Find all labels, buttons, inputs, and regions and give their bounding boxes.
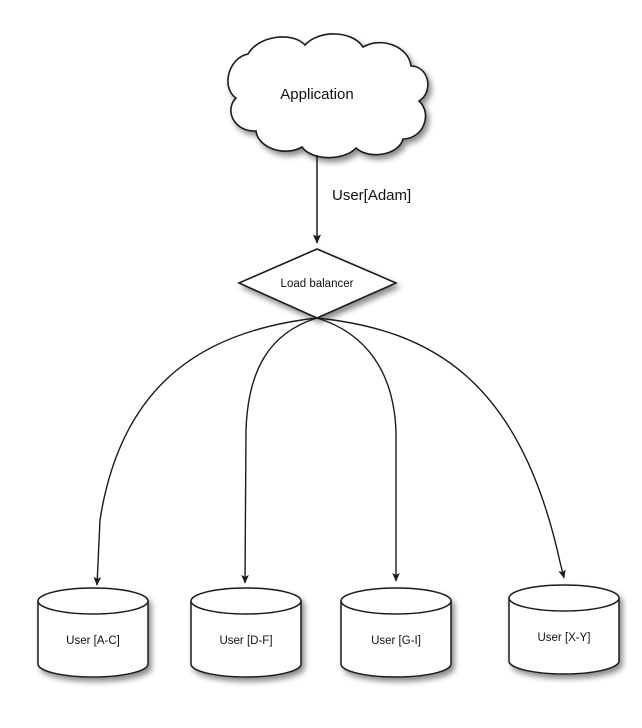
database-4-label: User [X-Y] — [537, 632, 590, 644]
node-load-balancer-diamond[interactable]: Load balancer — [237, 248, 398, 319]
database-2-label: User [D-F] — [219, 635, 272, 647]
edges-load-balancer-to-databases — [93, 317, 566, 586]
node-database-1[interactable]: User [A-C] — [37, 587, 149, 678]
edge-lb-to-db-2 — [241, 317, 318, 584]
edge-lb-to-db-3 — [316, 317, 400, 582]
node-application-cloud[interactable]: Application — [227, 33, 429, 159]
edge-lb-to-db-4 — [316, 317, 566, 579]
node-database-3[interactable]: User [G-I] — [340, 587, 452, 678]
database-1-label: User [A-C] — [66, 635, 120, 647]
node-database-4[interactable]: User [X-Y] — [508, 584, 620, 675]
edge-lb-to-db-1 — [93, 317, 318, 586]
load-balancer-label: Load balancer — [281, 278, 354, 290]
database-3-label: User [G-I] — [371, 635, 421, 647]
edge-application-to-load-balancer: User[Adam] — [312, 155, 411, 244]
application-label: Application — [280, 86, 353, 103]
edge-label-user-adam: User[Adam] — [332, 187, 411, 204]
node-database-2[interactable]: User [D-F] — [190, 587, 302, 678]
